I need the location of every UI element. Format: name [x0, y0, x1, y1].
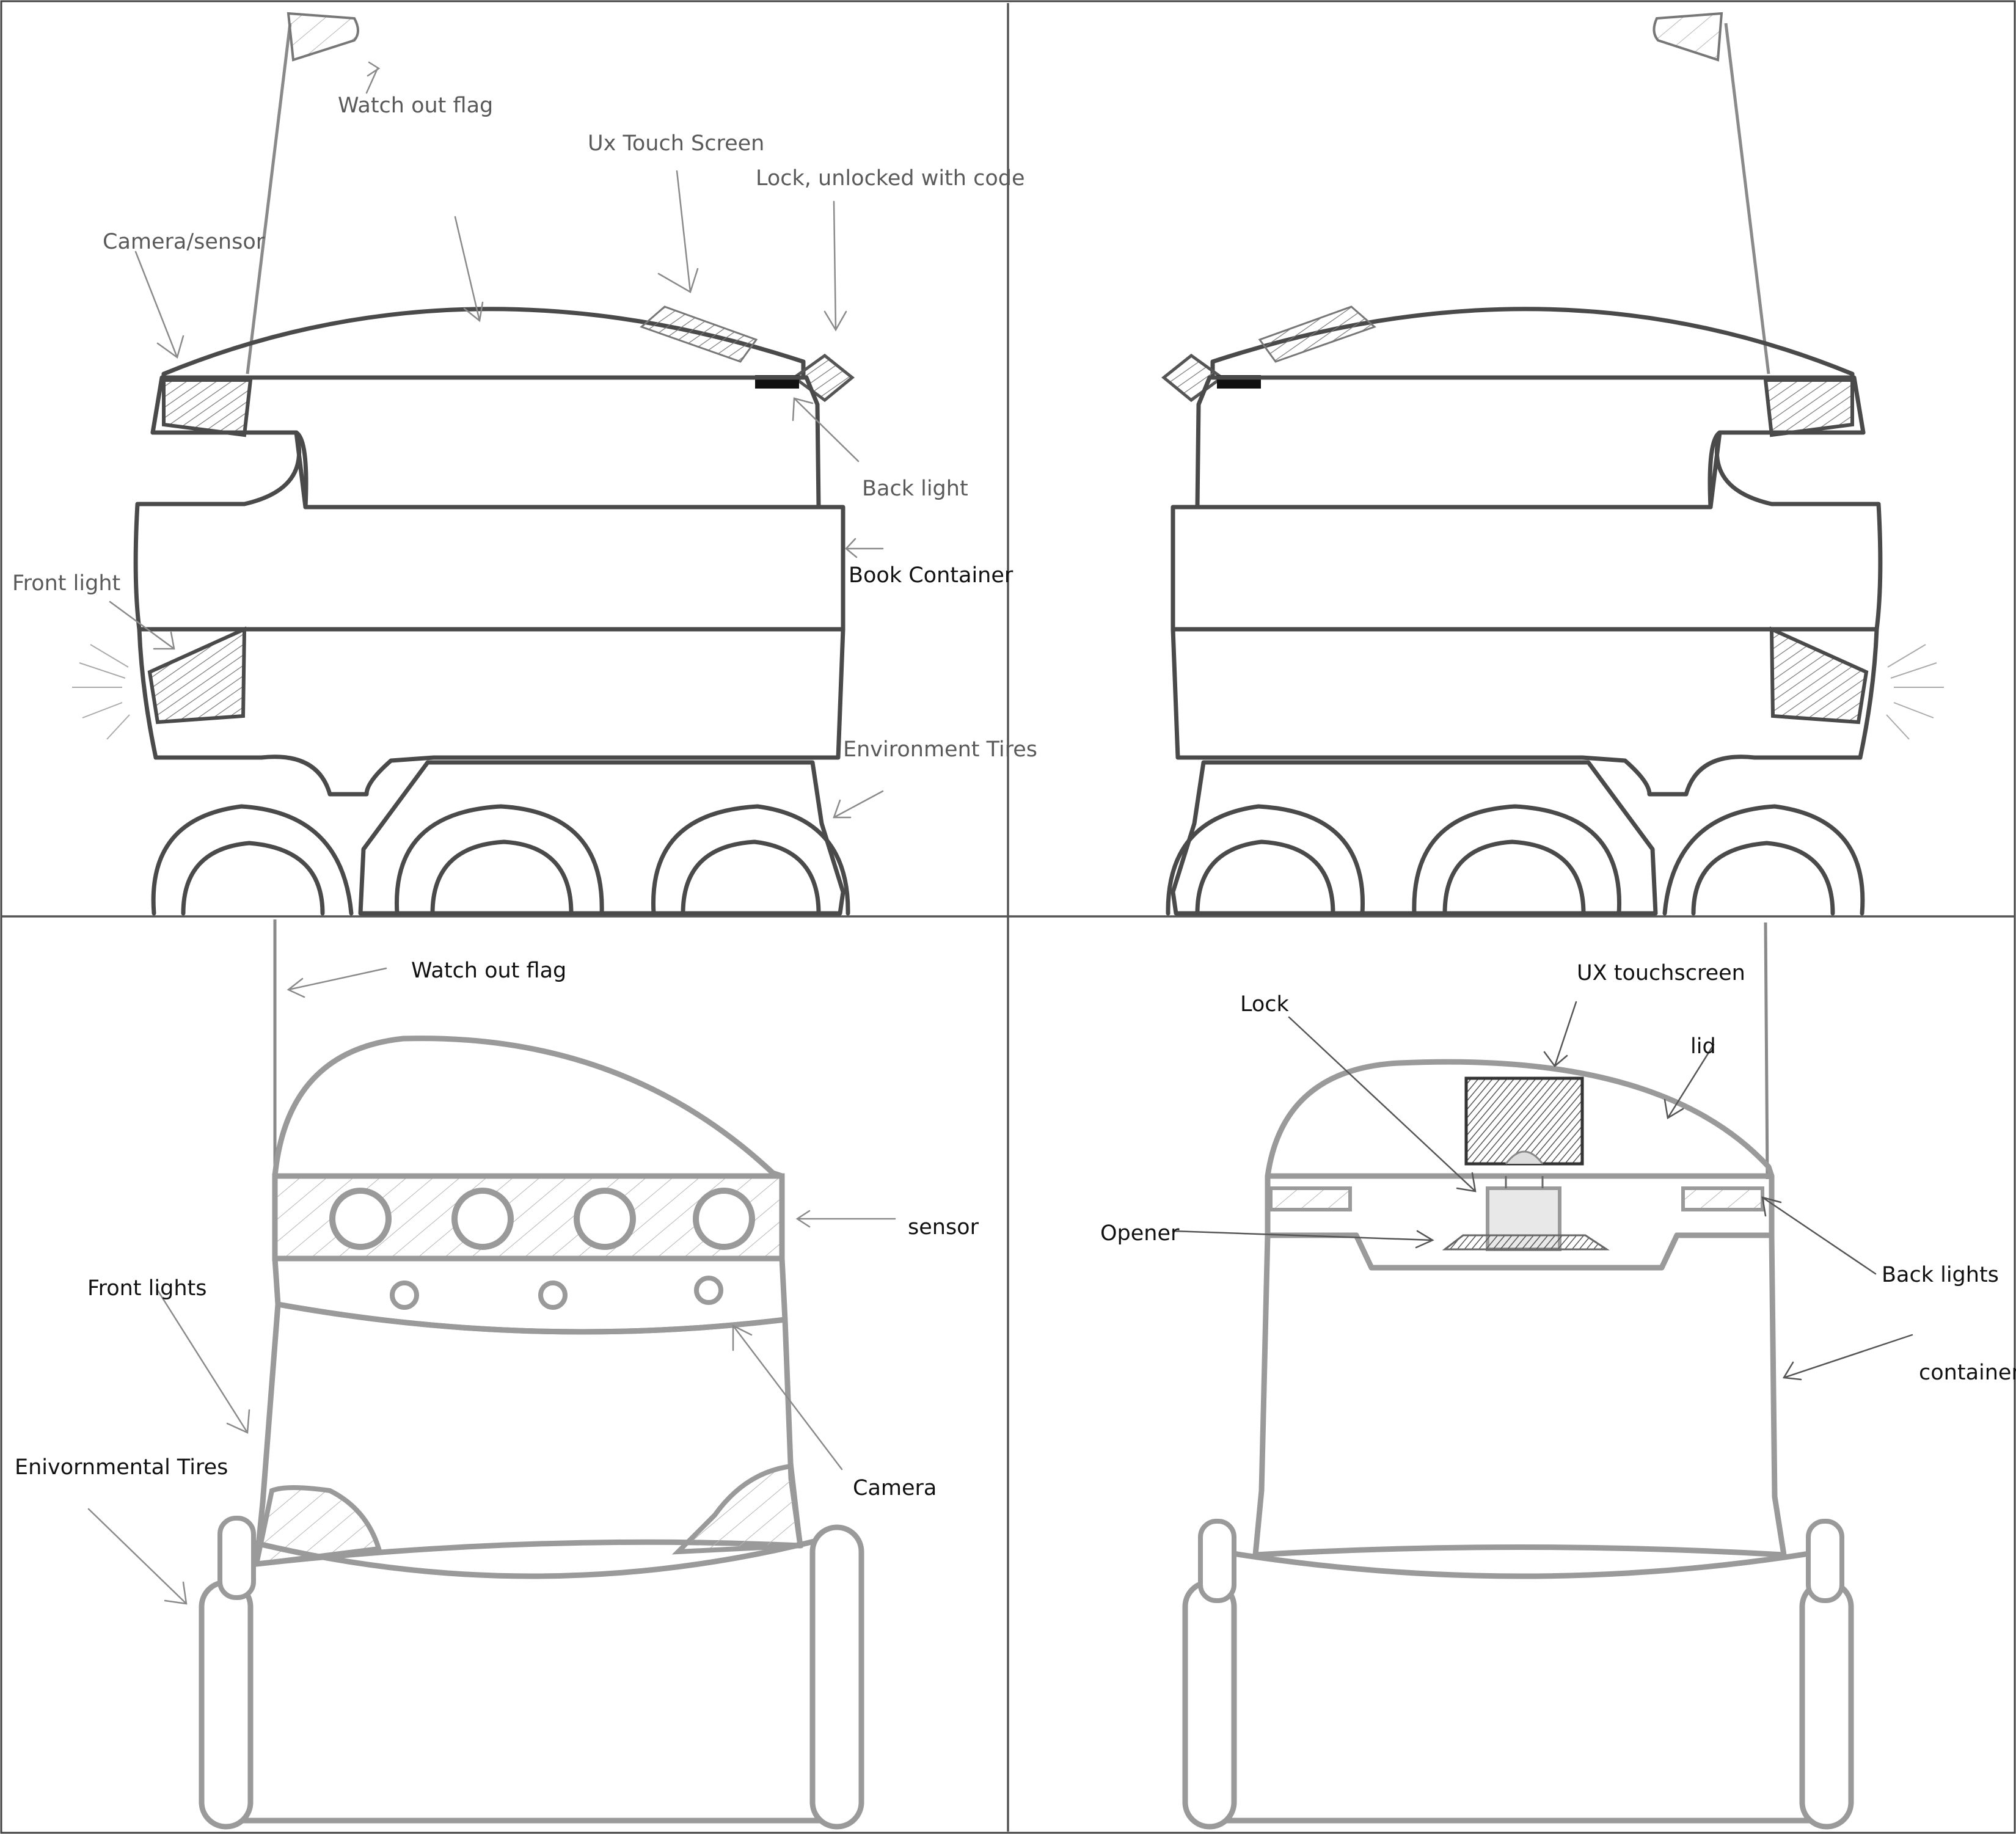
front-wheel-left-rear: [220, 1518, 254, 1598]
flag-pole: [247, 23, 290, 374]
front-light-right: [678, 1466, 800, 1552]
back-wheel-left: [1185, 1582, 1234, 1827]
ux-touch-screen-label: Ux Touch Screen: [588, 131, 764, 156]
front-watch-out-flag-label: Watch out flag: [411, 959, 566, 983]
wheels-right: [1168, 806, 1863, 913]
opener-label: Opener: [1100, 1221, 1180, 1246]
sensor-lens: [455, 1191, 511, 1247]
front-light-panel-right: [1772, 629, 1866, 722]
sensor-lens: [577, 1191, 633, 1247]
camera-lens: [696, 1278, 721, 1302]
upper-body-band-right: [1197, 378, 1863, 507]
front-lights-label: Front lights: [87, 1276, 206, 1301]
back-lock-label: Lock: [1240, 992, 1290, 1017]
environmental-tires-label: Enivornmental Tires: [15, 1455, 228, 1480]
front-dome: [275, 1039, 782, 1176]
camera-arrow: [136, 252, 183, 357]
container-arrow-back: [1784, 1335, 1912, 1379]
flag-arrow: [367, 62, 379, 93]
back-opener: [1445, 1235, 1607, 1249]
flag-pole-back: [1766, 922, 1767, 1179]
back-wheel-right: [1802, 1582, 1851, 1827]
back-lock-arrow: [1289, 1017, 1475, 1191]
sensor-lens: [696, 1191, 752, 1247]
back-light-label: Back light: [862, 477, 968, 501]
camera-window: [164, 380, 250, 435]
side-view-right: [1164, 13, 1944, 913]
camera-lens: [392, 1283, 417, 1307]
back-view: Lock UX touchscreen lid Opener Back ligh…: [1100, 922, 2016, 1827]
front-view: Watch out flag sensor Front lights Enivo…: [15, 919, 979, 1827]
back-light-right: [1683, 1188, 1762, 1210]
camera-sensor-label: Camera/sensor: [103, 230, 265, 254]
ux-touchscreen-label: UX touchscreen: [1577, 961, 1745, 985]
book-container-label: Book Container: [849, 563, 1013, 588]
back-light-arrow: [793, 398, 858, 461]
sensor-lens: [332, 1191, 389, 1247]
light-rays: [72, 645, 130, 739]
front-light-panel: [150, 629, 244, 722]
front-lights-arrow: [158, 1290, 249, 1433]
upper-body-band: [153, 378, 819, 507]
back-lights-label: Back lights: [1882, 1263, 1999, 1287]
camera-window-right: [1766, 380, 1852, 435]
sensor-label: sensor: [908, 1215, 979, 1240]
sensor-arrow: [797, 1211, 895, 1227]
container-right: [1173, 433, 1880, 629]
back-container: [1255, 1235, 1784, 1555]
back-lights-arrow: [1762, 1197, 1875, 1274]
front-light-left: [257, 1488, 379, 1564]
lid-arrow: [455, 217, 483, 321]
container-label: container: [1919, 1361, 2016, 1385]
front-light-label: Front light: [12, 571, 120, 596]
camera-lens: [541, 1283, 565, 1307]
back-wheel-right-rear: [1808, 1521, 1842, 1601]
side-view-left: Watch out flag Ux Touch Screen Lock, unl…: [12, 13, 1037, 913]
book-container: [136, 433, 843, 629]
back-light-left: [1271, 1188, 1350, 1210]
wheels-left: [153, 806, 848, 913]
touch-screen: [641, 307, 756, 362]
touch-screen-right: [1260, 307, 1375, 362]
back-ux-arrow: [1544, 1002, 1576, 1066]
back-wheel-left-rear: [1200, 1521, 1234, 1601]
env-tires-arrow: [89, 1509, 186, 1604]
camera-lenses: [392, 1278, 721, 1307]
watch-out-flag-label: Watch out flag: [338, 93, 493, 118]
light-rays-right: [1886, 645, 1944, 739]
flag-pennant: [288, 13, 358, 60]
lid-label: lid: [1690, 1034, 1716, 1059]
lock-label: Lock, unlocked with code: [756, 166, 1025, 191]
tires-arrow: [834, 791, 883, 817]
ux-screen-arrow: [659, 171, 698, 292]
front-wheel-left: [202, 1582, 250, 1827]
front-flag-arrow: [288, 968, 386, 997]
flag-pole-right: [1726, 23, 1769, 374]
flag-pennant-right: [1654, 13, 1722, 60]
front-bumper: [241, 1540, 822, 1821]
front-wheel-right: [813, 1527, 861, 1827]
environment-tires-label: Environment Tires: [843, 737, 1037, 762]
container-arrow: [846, 539, 883, 557]
camera-label: Camera: [853, 1476, 937, 1500]
lock-arrow: [825, 202, 846, 330]
back-bumper: [1222, 1552, 1821, 1821]
